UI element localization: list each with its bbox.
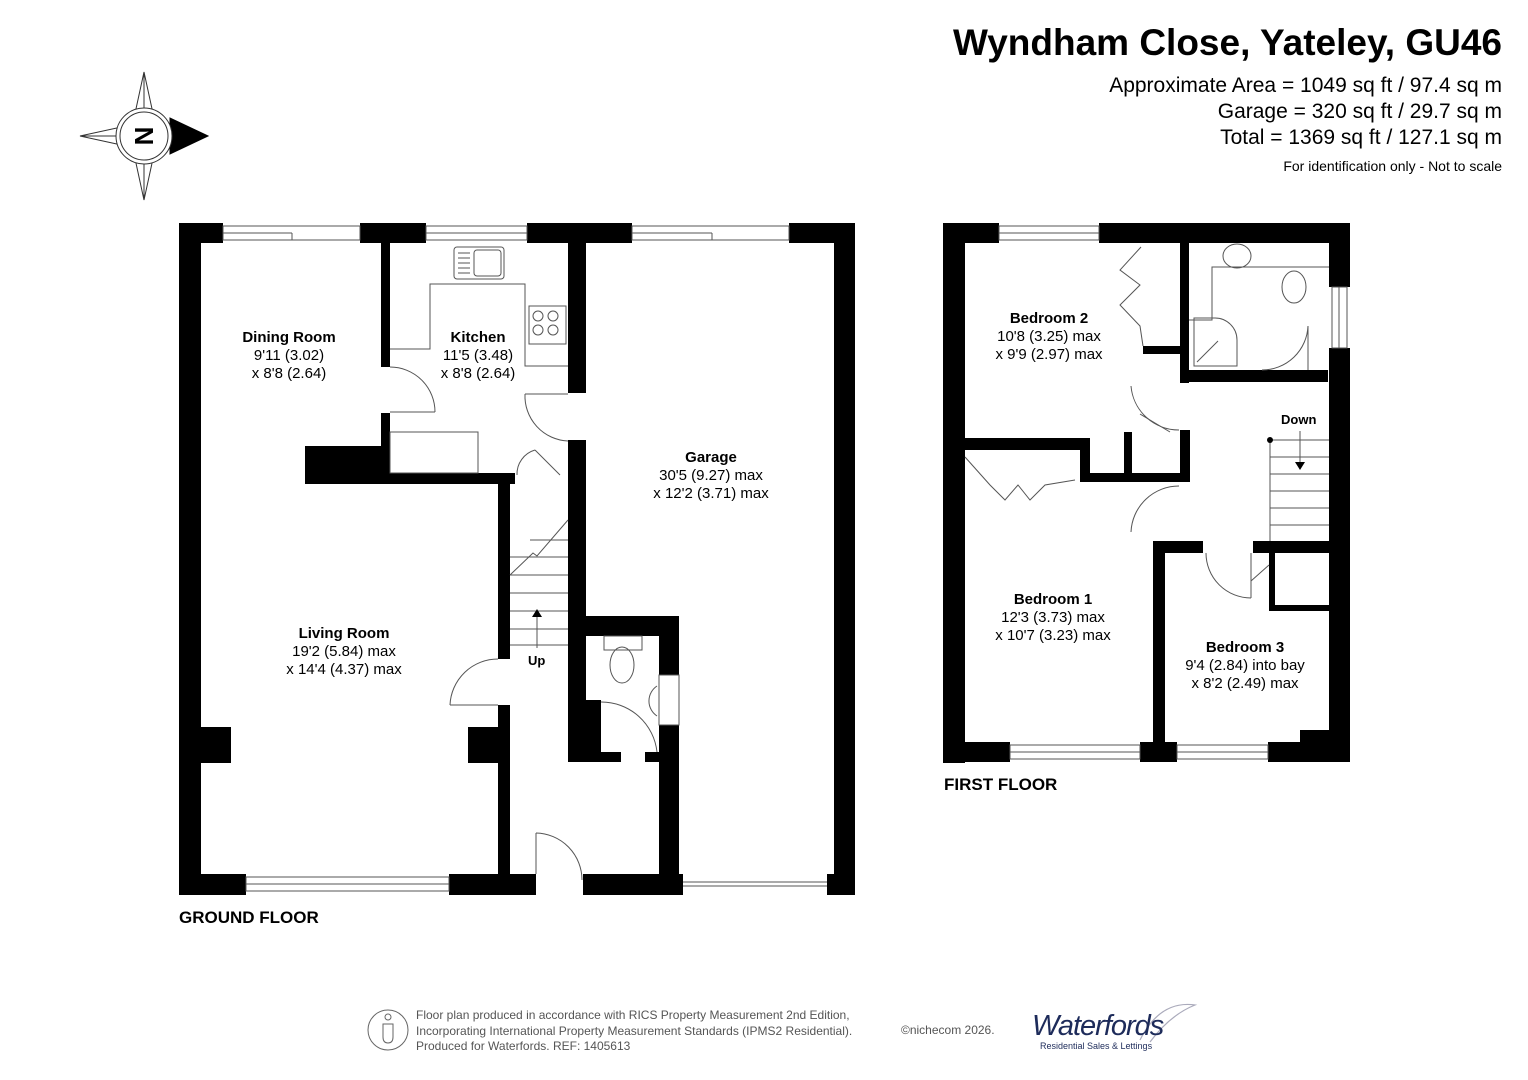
footer-line: Produced for Waterfords. REF: 1405613 bbox=[416, 1039, 631, 1053]
room-dimension: 9'4 (2.84) into bay bbox=[1185, 657, 1305, 674]
ground-floor-label: GROUND FLOOR bbox=[179, 908, 319, 927]
room-dimension: 9'11 (3.02) bbox=[253, 347, 325, 364]
total-area: Total = 1369 sq ft / 127.1 sq m bbox=[1220, 126, 1502, 149]
ground-floor-fixtures bbox=[222, 225, 827, 892]
garage-area: Garage = 320 sq ft / 29.7 sq m bbox=[1217, 100, 1502, 123]
room-dining-room: Dining Room 9'11 (3.02) x 8'8 (2.64) bbox=[242, 329, 335, 383]
footer-line: Incorporating International Property Mea… bbox=[416, 1023, 853, 1038]
room-dimension: 30'5 (9.27) max bbox=[659, 467, 763, 484]
room-living-room: Living Room 19'2 (5.84) max x 14'4 (4.37… bbox=[286, 625, 401, 679]
logo-tagline: Residential Sales & Lettings bbox=[1040, 1041, 1153, 1051]
room-name: Garage bbox=[685, 449, 737, 466]
room-name: Kitchen bbox=[450, 329, 506, 346]
room-dimension: 19'2 (5.84) max bbox=[292, 643, 396, 660]
room-dimension: x 8'2 (2.49) max bbox=[1191, 675, 1299, 692]
room-bedroom-1: Bedroom 1 12'3 (3.73) max x 10'7 (3.23) … bbox=[995, 591, 1110, 645]
room-name: Bedroom 3 bbox=[1205, 639, 1285, 656]
first-floor-label: FIRST FLOOR bbox=[944, 775, 1058, 794]
room-name: Dining Room bbox=[242, 329, 336, 346]
room-dimension: 12'3 (3.73) max bbox=[1001, 609, 1105, 626]
person-icon bbox=[367, 1009, 409, 1051]
room-dimension: x 12'2 (3.71) max bbox=[653, 485, 769, 502]
room-dimension: 10'8 (3.25) max bbox=[997, 328, 1101, 345]
room-kitchen: Kitchen 11'5 (3.48) x 8'8 (2.64) bbox=[441, 329, 516, 383]
scale-note: For identification only - Not to scale bbox=[1283, 158, 1502, 174]
room-garage: Garage 30'5 (9.27) max x 12'2 (3.71) max bbox=[653, 449, 768, 503]
room-dimension: x 9'9 (2.97) max bbox=[995, 346, 1103, 363]
stairs-down-label: Down bbox=[1281, 412, 1317, 427]
room-bedroom-2: Bedroom 2 10'8 (3.25) max x 9'9 (2.97) m… bbox=[995, 310, 1102, 364]
room-name: Living Room bbox=[298, 625, 390, 642]
first-floor-fixtures bbox=[964, 225, 1348, 760]
stairs-up-arrow-icon bbox=[532, 609, 542, 617]
room-name: Bedroom 2 bbox=[1009, 310, 1089, 327]
ground-floor-walls bbox=[179, 223, 855, 895]
first-floor-walls bbox=[943, 223, 1350, 763]
room-dimension: x 8'8 (2.64) bbox=[440, 365, 516, 382]
stairs-up-label: Up bbox=[528, 653, 546, 668]
logo-brand: Waterfords bbox=[1032, 1010, 1164, 1042]
room-dimension: 11'5 (3.48) bbox=[442, 347, 514, 364]
property-title: Wyndham Close, Yateley, GU46 bbox=[952, 22, 1502, 63]
footer-line: Floor plan produced in accordance with R… bbox=[416, 1008, 850, 1022]
room-dimension: x 8'8 (2.64) bbox=[251, 365, 327, 382]
stairs-down-arrow-icon bbox=[1295, 462, 1305, 470]
room-dimension: x 10'7 (3.23) max bbox=[995, 627, 1111, 644]
copyright-notice: ©nichecom 2026. bbox=[901, 1023, 995, 1037]
waterfords-logo: Waterfords Residential Sales & Lettings bbox=[1032, 1010, 1164, 1051]
room-bedroom-3: Bedroom 3 9'4 (2.84) into bay x 8'2 (2.4… bbox=[1185, 639, 1305, 693]
compass-rose-icon bbox=[79, 71, 210, 201]
room-dimension: x 14'4 (4.37) max bbox=[286, 661, 402, 678]
room-name: Bedroom 1 bbox=[1013, 591, 1093, 608]
approx-area: Approximate Area = 1049 sq ft / 97.4 sq … bbox=[1109, 74, 1502, 97]
compass-north-label: N bbox=[129, 127, 159, 146]
logo-swoosh-icon bbox=[1139, 1003, 1198, 1043]
footer-disclaimer: Floor plan produced in accordance with R… bbox=[416, 1008, 852, 1055]
